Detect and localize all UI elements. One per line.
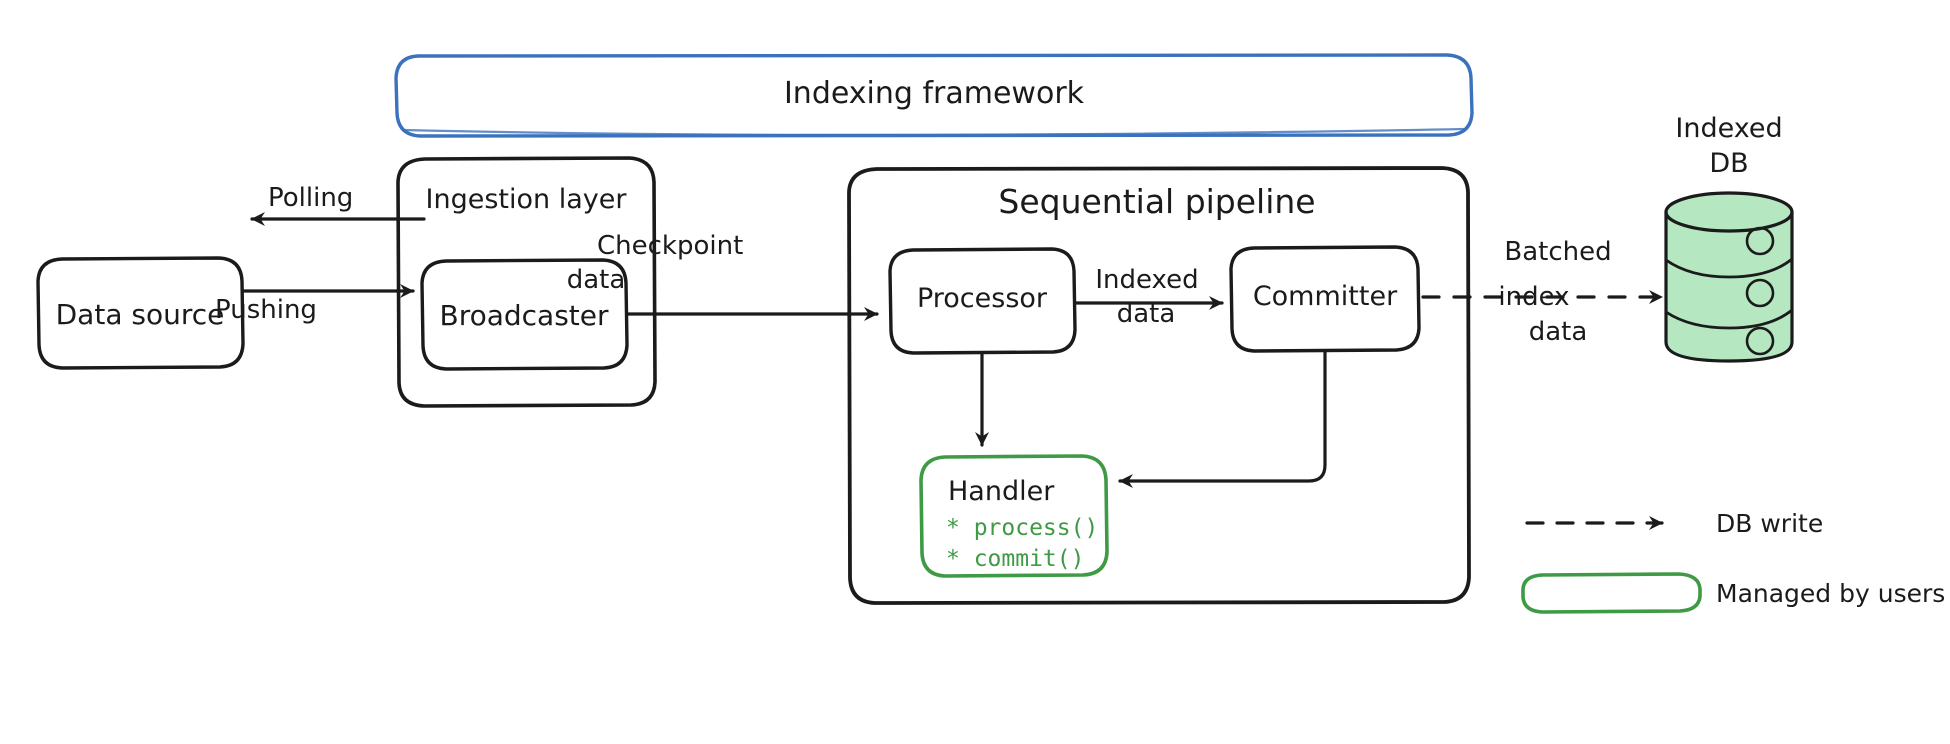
handler-method-process: * process() <box>946 515 1098 541</box>
legend-green-box-icon <box>1521 572 1702 614</box>
db-indicator-1 <box>1745 226 1775 256</box>
handler-method-commit: * commit() <box>946 546 1084 572</box>
node-indexed-db[interactable]: Indexed DB <box>1664 113 1794 363</box>
node-ingestion-layer[interactable]: Ingestion layer <box>396 156 657 408</box>
indexed-data-label-line2: data <box>1117 299 1176 329</box>
ingestion-layer-label: Ingestion layer <box>426 184 628 215</box>
node-data-source[interactable]: Data source <box>36 256 245 370</box>
committer-label: Committer <box>1253 281 1398 312</box>
legend-managed-by-users-label: Managed by users <box>1716 579 1945 608</box>
edge-indexed-data: Indexed data <box>1073 265 1224 329</box>
db-body-fill <box>1666 212 1792 360</box>
node-handler[interactable]: Handler * process() * commit() <box>919 454 1109 578</box>
edge-batched-index-data: Batched index data <box>1421 237 1664 347</box>
processor-label: Processor <box>917 283 1048 314</box>
legend-item-managed-by-users: Managed by users <box>1521 572 1945 614</box>
db-top-fill <box>1666 193 1792 231</box>
sequential-pipeline-label: Sequential pipeline <box>998 182 1315 221</box>
edge-committer-to-handler <box>1118 349 1327 488</box>
indexed-db-label-line2: DB <box>1709 148 1748 179</box>
checkpoint-data-label-line1: Checkpoint <box>597 231 743 261</box>
db-indicator-3 <box>1745 326 1775 356</box>
data-source-label: Data source <box>56 298 225 331</box>
indexed-data-label-line1: Indexed <box>1095 265 1198 295</box>
node-processor[interactable]: Processor <box>888 247 1077 355</box>
db-indicator-2 <box>1745 278 1775 308</box>
db-band-divider-2 <box>1664 308 1794 330</box>
edge-checkpoint-data: Checkpoint data <box>567 231 879 321</box>
db-top-outline <box>1664 191 1794 233</box>
node-committer[interactable]: Committer <box>1229 245 1421 353</box>
node-broadcaster[interactable]: Broadcaster <box>420 258 629 371</box>
indexed-db-label-line1: Indexed <box>1675 113 1782 144</box>
broadcaster-label: Broadcaster <box>439 299 609 332</box>
indexing-framework-banner: Indexing framework <box>394 53 1474 138</box>
polling-label: Polling <box>268 183 353 213</box>
node-sequential-pipeline[interactable]: Sequential pipeline <box>847 166 1876 605</box>
checkpoint-data-label-line2: data <box>567 265 626 295</box>
indexing-framework-label: Indexing framework <box>784 76 1085 111</box>
pushing-label: Pushing <box>215 295 317 325</box>
edge-polling: Polling <box>250 183 426 226</box>
legend-db-write-label: DB write <box>1716 509 1823 538</box>
db-body-outline <box>1664 210 1794 363</box>
batched-index-data-line1: Batched <box>1504 237 1611 267</box>
batched-index-data-line2: index <box>1498 282 1569 312</box>
handler-label: Handler <box>948 476 1055 507</box>
legend-item-db-write: DB write <box>1525 509 1823 538</box>
db-band-divider-1 <box>1664 257 1794 279</box>
legend: DB write Managed by users <box>1521 509 1945 614</box>
edge-pushing: Pushing <box>215 284 415 325</box>
batched-index-data-line3: data <box>1529 317 1588 347</box>
